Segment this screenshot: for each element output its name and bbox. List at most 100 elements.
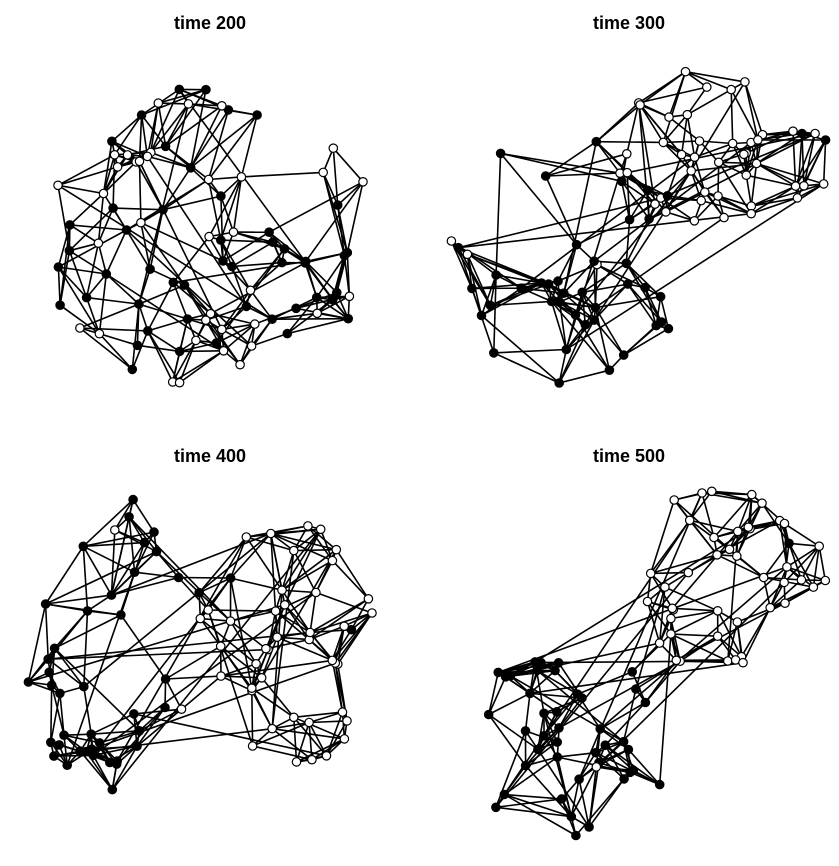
graph-edge [162, 195, 222, 211]
dark-node [311, 292, 322, 303]
light-node [779, 577, 789, 588]
light-node [216, 671, 226, 681]
light-node [176, 704, 187, 714]
graph-edge [788, 542, 820, 547]
graph-edge [111, 528, 322, 791]
dark-node [101, 269, 112, 279]
graph-edge [164, 89, 207, 147]
graph-edge [671, 530, 739, 609]
graph-edge [54, 647, 140, 732]
graph-edge [750, 185, 797, 215]
light-node [676, 149, 687, 160]
graph-edge [221, 328, 252, 347]
network-graph [53, 84, 368, 388]
light-node [788, 126, 798, 136]
dark-node [134, 725, 145, 736]
graph-edge [275, 610, 310, 641]
dark-node [595, 724, 605, 734]
graph-edge [627, 748, 661, 786]
light-node [183, 99, 194, 109]
graph-edge [150, 89, 181, 153]
light-node [719, 212, 729, 223]
dark-node [577, 287, 588, 298]
graph-edge [509, 675, 625, 743]
graph-edge [520, 156, 696, 289]
graph-edge [198, 577, 231, 594]
graph-edge [131, 304, 140, 370]
graph-edge [57, 184, 104, 195]
dark-node [216, 191, 226, 201]
graph-edge [689, 490, 713, 521]
light-node [661, 207, 671, 217]
graph-edge [604, 744, 625, 780]
graph-edge [529, 661, 744, 695]
graph-edge [750, 185, 796, 207]
graph-edge [85, 243, 100, 298]
graph-edge [128, 516, 146, 544]
graph-edge [116, 536, 247, 762]
dark-node [554, 297, 565, 307]
graph-edge [558, 660, 681, 729]
graph-edge [335, 549, 370, 600]
light-node [203, 174, 214, 185]
dark-node [127, 364, 138, 375]
graph-edge [582, 283, 628, 294]
graph-edge [487, 676, 507, 715]
dark-node [489, 348, 499, 358]
graph-edge [44, 603, 49, 660]
light-node [228, 227, 239, 237]
dark-node [655, 291, 666, 302]
graph-edge [604, 744, 661, 786]
light-node [667, 603, 678, 614]
graph-edge [68, 250, 88, 298]
light-node [291, 757, 302, 767]
graph-edge [54, 614, 122, 650]
dark-node [129, 709, 139, 719]
graph-edge [178, 340, 197, 383]
graph-edge [545, 141, 597, 177]
light-node [689, 216, 700, 226]
graph-edge [488, 713, 539, 751]
graph-edge [98, 273, 108, 334]
light-node [272, 632, 282, 642]
dark-node [499, 789, 510, 800]
dark-node [149, 527, 159, 537]
graph-edge [102, 154, 116, 194]
graph-edge [343, 255, 351, 297]
graph-edge [79, 750, 113, 791]
graph-edge [150, 151, 191, 169]
graph-edge [689, 519, 718, 556]
graph-edge [626, 102, 640, 154]
dark-node [797, 128, 807, 139]
light-node [305, 627, 315, 638]
dark-node [211, 338, 222, 348]
graph-edge [818, 546, 827, 581]
graph-edge [110, 542, 146, 596]
dark-node [591, 747, 601, 758]
light-node [751, 158, 762, 169]
graph-edge [736, 526, 750, 557]
light-node [261, 643, 271, 654]
graph-edge [57, 266, 88, 299]
dark-node [151, 546, 162, 557]
light-node [318, 167, 328, 178]
graph-edge [133, 708, 182, 715]
dark-node [495, 148, 506, 159]
graph-edge [548, 283, 596, 309]
dark-node [116, 610, 126, 620]
network-panel-time-400: time 400 [0, 433, 420, 866]
graph-edge [165, 645, 222, 680]
graph-edge [788, 543, 803, 581]
graph-edge [332, 147, 364, 183]
dark-node [216, 235, 226, 245]
graph-edge [83, 541, 145, 548]
dark-node [86, 729, 96, 739]
graph-edge [578, 752, 597, 780]
dark-node [628, 765, 639, 776]
graph-edge [293, 548, 337, 552]
graph-edge [756, 162, 824, 185]
dark-node [644, 214, 654, 224]
graph-edge [309, 720, 348, 724]
graph-edge [138, 161, 142, 223]
graph-edge [316, 296, 349, 320]
